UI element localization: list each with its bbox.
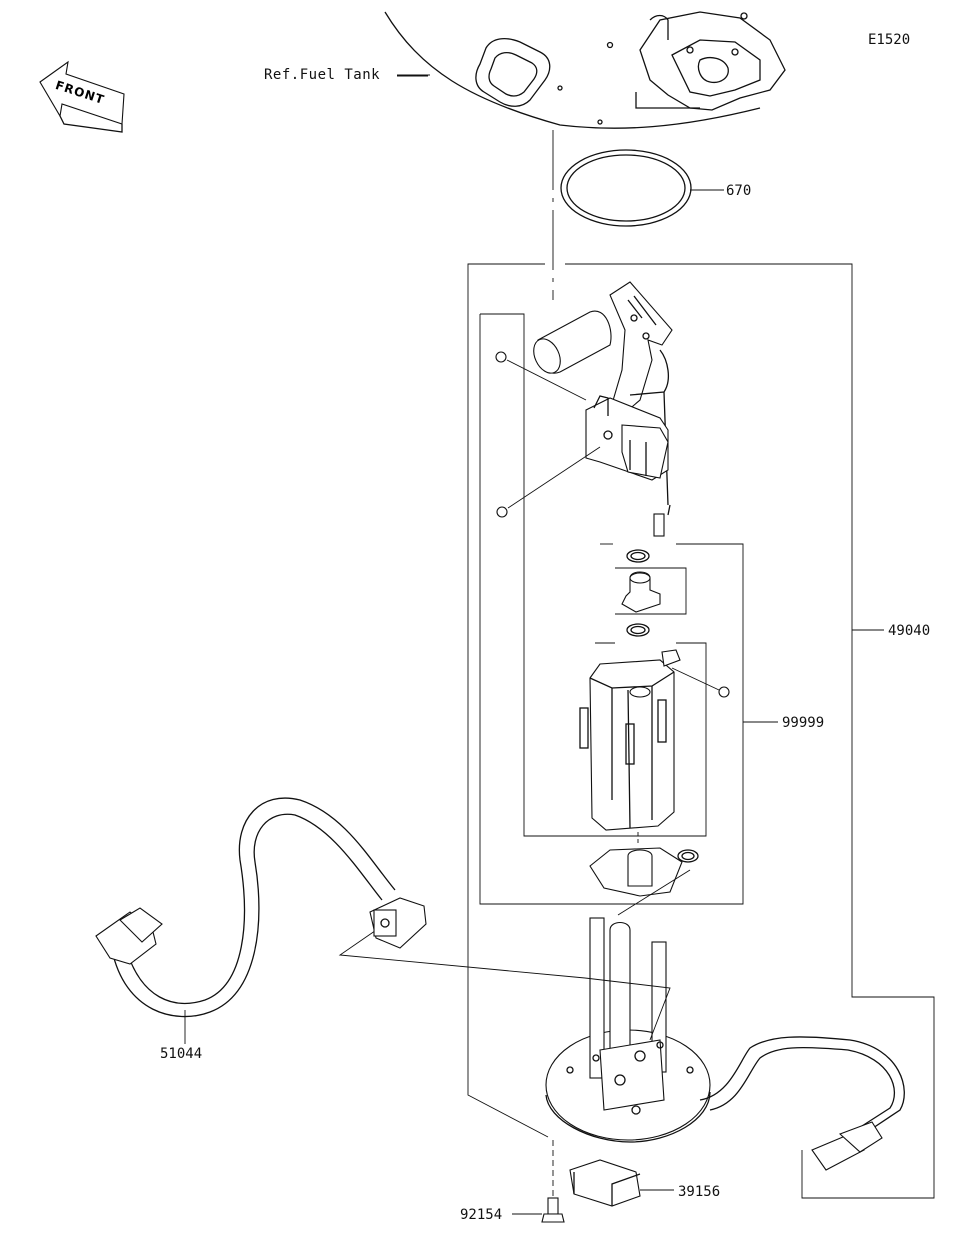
pressure-regulator [621, 549, 661, 637]
screw-lower [496, 446, 601, 518]
part-label-92154[interactable]: 92154 [460, 1207, 503, 1223]
fuel-tank-outline [384, 11, 786, 129]
fuel-filter [533, 310, 612, 374]
ref-fuel-tank-label: Ref.Fuel Tank [264, 67, 381, 83]
o-ring-670 [560, 149, 724, 227]
part-label-49040[interactable]: 49040 [888, 623, 931, 639]
pump-plate-assembly [545, 869, 711, 1143]
part-label-670[interactable]: 670 [726, 183, 752, 199]
frame-99999 [479, 313, 778, 905]
bolt-92154 [512, 1140, 565, 1223]
fuel-pump-body [579, 649, 730, 845]
part-label-39156[interactable]: 39156 [678, 1184, 721, 1200]
part-label-99999[interactable]: 99999 [782, 715, 825, 731]
fuel-level-sender [609, 281, 673, 537]
front-arrow-icon [39, 60, 125, 133]
fuel-hose-51044 [95, 797, 427, 1044]
pump-holder [585, 395, 669, 481]
hose-leader-lines [338, 923, 671, 1041]
wiring-harness [699, 1036, 905, 1171]
diagram-code: E1520 [868, 32, 911, 48]
pump-strainer [589, 847, 699, 897]
part-label-51044[interactable]: 51044 [160, 1046, 203, 1062]
frame-49040 [467, 263, 935, 1199]
pad-39156 [569, 1159, 674, 1207]
screw-upper [495, 351, 587, 401]
